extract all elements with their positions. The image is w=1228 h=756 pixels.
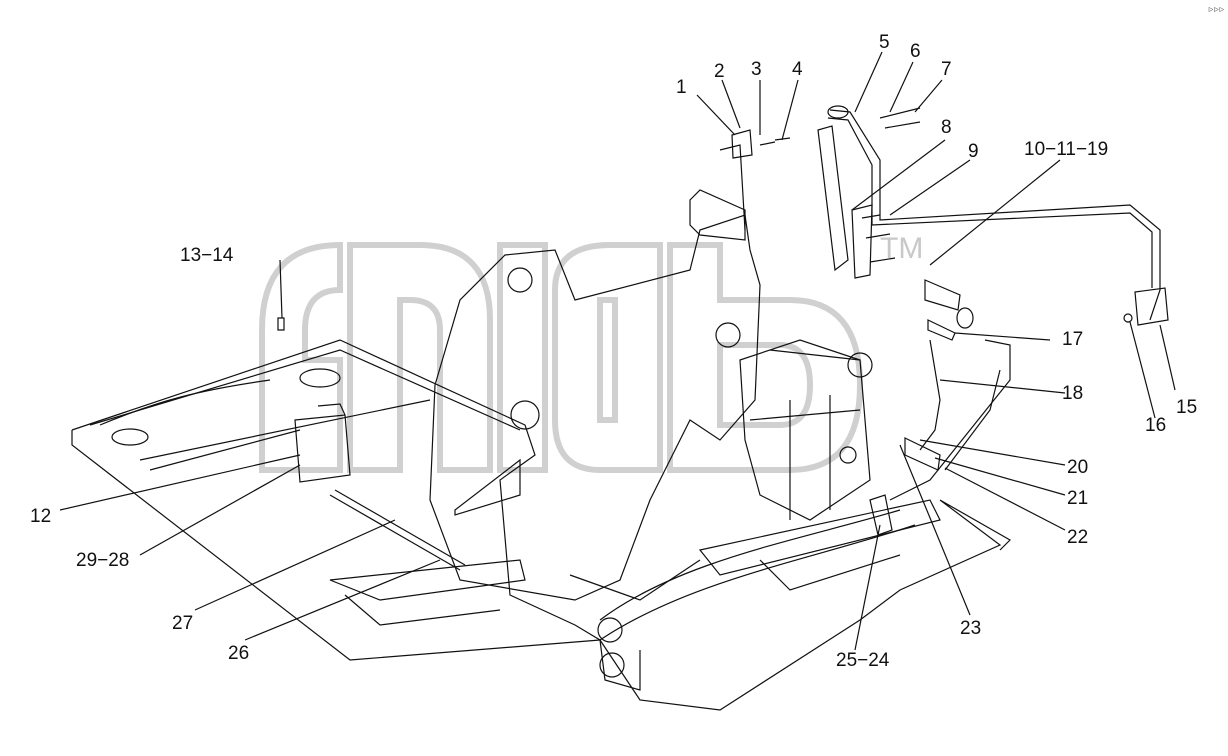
callout-16: 16	[1145, 415, 1167, 436]
callout-17: 17	[1062, 329, 1084, 350]
corner-mark: ᐅᐅᐅ	[1208, 7, 1225, 14]
callout-25-24: 25−24	[836, 650, 890, 671]
frame-lines	[59, 51, 1176, 711]
callout-15: 15	[1176, 397, 1198, 418]
callout-10-11-19: 10−11−19	[1024, 139, 1109, 160]
callout-7: 7	[941, 59, 952, 80]
watermark-logo	[259, 241, 864, 473]
callout-26: 26	[228, 643, 250, 664]
callout-2: 2	[714, 61, 725, 82]
callout-29-28: 29−28	[76, 550, 130, 571]
callout-27: 27	[172, 613, 194, 634]
callout-5: 5	[879, 32, 890, 53]
callout-20: 20	[1067, 457, 1089, 478]
callout-12: 12	[30, 506, 52, 527]
callout-8: 8	[941, 117, 952, 138]
callout-21: 21	[1067, 488, 1089, 509]
callout-22: 22	[1067, 527, 1089, 548]
callout-3: 3	[751, 59, 762, 80]
callout-23: 23	[960, 618, 982, 639]
callout-1: 1	[676, 77, 687, 98]
callout-18: 18	[1062, 383, 1084, 404]
callout-4: 4	[792, 59, 803, 80]
callout-9: 9	[968, 141, 979, 162]
trademark-mark: TM	[880, 232, 923, 265]
callout-6: 6	[910, 41, 921, 62]
callout-13-14: 13−14	[180, 245, 234, 266]
